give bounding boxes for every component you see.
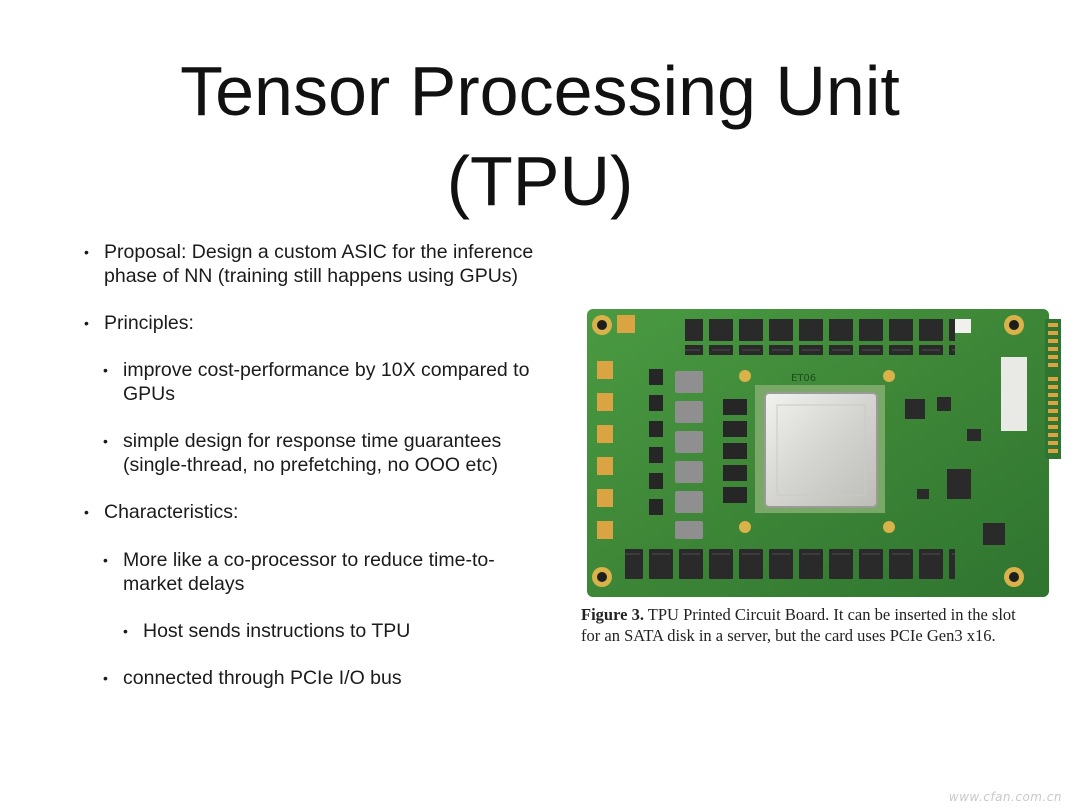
title-line-2: (TPU)	[446, 142, 634, 220]
left-pads	[597, 315, 635, 539]
bullet-text: (single-thread, no prefetching, no OOO e…	[123, 454, 499, 476]
bullet-text: simple design for response time guarante…	[123, 430, 502, 452]
bullet-dot: •	[103, 362, 108, 378]
label-sticker	[1001, 357, 1027, 431]
caption-text-1: TPU Printed Circuit Board. It can be ins…	[647, 605, 1016, 624]
bullet-item: • improve cost-performance by 10X compar…	[103, 358, 530, 406]
bullet-item: • Characteristics:	[84, 500, 239, 524]
bullet-text: improve cost-performance by 10X compared…	[123, 359, 530, 381]
bullet-text: Principles:	[104, 312, 194, 334]
bullet-dot: •	[84, 315, 89, 331]
tpu-asic-chip	[755, 385, 885, 513]
bullet-item: • Principles:	[84, 311, 194, 335]
bullet-text: More like a co-processor to reduce time-…	[123, 549, 495, 571]
bullet-dot: •	[84, 244, 89, 260]
bullet-text: Host sends instructions to TPU	[143, 620, 411, 642]
dram-row-top	[685, 319, 955, 355]
bullet-item: • Host sends instructions to TPU	[123, 619, 411, 643]
bullet-dot: •	[103, 670, 108, 686]
bullet-item: • connected through PCIe I/O bus	[103, 666, 402, 690]
bullet-text: phase of NN (training still happens usin…	[104, 265, 519, 287]
board-marking: ET06	[791, 373, 816, 384]
bullet-text: GPUs	[123, 383, 176, 405]
bullet-text: Proposal: Design a custom ASIC for the i…	[104, 241, 534, 263]
bullet-dot: •	[103, 433, 108, 449]
watermark: www.cfan.com.cn	[948, 790, 1062, 804]
bullet-dot: •	[123, 623, 128, 639]
figure-label: Figure 3.	[581, 605, 644, 624]
figure-caption: Figure 3. TPU Printed Circuit Board. It …	[581, 604, 1061, 646]
bullet-item: • More like a co-processor to reduce tim…	[103, 548, 495, 596]
title-line-1: Tensor Processing Unit	[180, 52, 900, 130]
bullet-item: • simple design for response time guaran…	[103, 429, 502, 477]
small-chips-left	[649, 369, 747, 515]
edge-connector	[1045, 319, 1061, 459]
bullet-text: market delays	[123, 573, 245, 595]
bullet-text: Characteristics:	[104, 501, 239, 523]
caption-text-2: for an SATA disk in a server, but the ca…	[581, 626, 996, 645]
bullet-dot: •	[84, 504, 89, 520]
right-components	[905, 397, 1005, 545]
inductors	[675, 371, 703, 539]
bullet-text: connected through PCIe I/O bus	[123, 667, 402, 689]
bullet-dot: •	[103, 552, 108, 568]
dram-row-bottom	[625, 545, 955, 581]
bullet-item: • Proposal: Design a custom ASIC for the…	[84, 240, 534, 288]
tpu-board-image: ET06	[587, 309, 1061, 597]
slide-title: Tensor Processing Unit (TPU)	[0, 46, 1080, 226]
mounting-holes	[592, 315, 1024, 587]
